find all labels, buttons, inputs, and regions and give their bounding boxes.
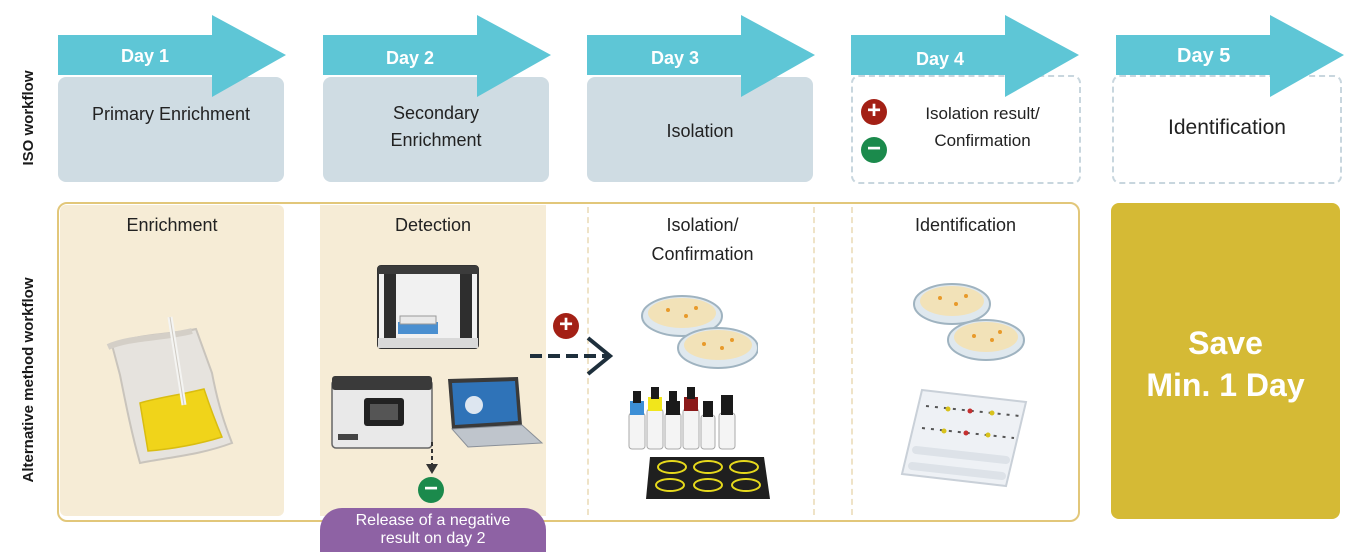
column-divider bbox=[813, 207, 815, 515]
iso-step-day5 bbox=[1112, 75, 1342, 184]
day1-label: Day 1 bbox=[121, 46, 170, 66]
iso-step-day4-line2: Confirmation bbox=[934, 131, 1031, 150]
detection-title: Detection bbox=[394, 215, 472, 235]
iso-step-day4-line1: Isolation result/ bbox=[925, 104, 1040, 123]
day5-arrow bbox=[1116, 15, 1344, 97]
isolation-title: Isolation/ Confirmation bbox=[590, 211, 815, 269]
save-line1: Save bbox=[1188, 325, 1263, 361]
isolation-title-line2: Confirmation bbox=[651, 244, 754, 264]
positive-sign-icon: + bbox=[861, 99, 887, 125]
api-strip-icon bbox=[900, 388, 1028, 488]
iso-step-day1-label: Primary Enrichment bbox=[91, 104, 251, 124]
iso-workflow-label: ISO workflow bbox=[20, 70, 37, 166]
pcr-instrument-icon bbox=[331, 376, 433, 449]
enrichment-title: Enrichment bbox=[126, 215, 218, 235]
day5-label: Day 5 bbox=[1177, 45, 1231, 67]
save-line2: Min. 1 Day bbox=[1146, 367, 1305, 403]
right-arrow-icon bbox=[530, 336, 614, 376]
save-time-box: Save Min. 1 Day bbox=[1111, 203, 1340, 519]
day3-arrow bbox=[587, 15, 815, 97]
petri-dish-icon bbox=[913, 283, 1025, 361]
identification-title: Identification bbox=[914, 215, 1017, 235]
isolation-title-line1: Isolation/ bbox=[666, 215, 739, 235]
iso-step-day3: Isolation bbox=[587, 77, 813, 182]
stomacher-bag-icon bbox=[106, 316, 234, 465]
iso-step-day4 bbox=[851, 75, 1081, 184]
day2-label: Day 2 bbox=[386, 48, 435, 68]
iso-step-day3-label: Isolation bbox=[666, 121, 734, 141]
down-arrow-icon bbox=[426, 442, 438, 474]
column-divider bbox=[587, 207, 589, 515]
alternative-workflow-label: Alternative method workflow bbox=[20, 277, 37, 483]
positive-sign-icon: + bbox=[553, 313, 579, 339]
negative-result-note: Release of a negative result on day 2 bbox=[320, 508, 546, 552]
iso-step-day1: Primary Enrichment bbox=[58, 77, 284, 182]
iso-step-day2-line2: Enrichment bbox=[390, 129, 482, 150]
negative-note-line2: result on day 2 bbox=[380, 530, 486, 547]
day2-arrow bbox=[323, 15, 551, 97]
negative-sign-icon: − bbox=[861, 137, 887, 163]
column-divider bbox=[851, 207, 853, 515]
iso-step-day2: Secondary Enrichment bbox=[323, 77, 549, 182]
iso-step-day5-label: Identification bbox=[1168, 116, 1286, 139]
reagent-bottles-icon bbox=[628, 387, 736, 450]
laptop-icon bbox=[448, 377, 544, 448]
pcr-instrument-icon bbox=[377, 265, 479, 349]
iso-step-day4-text: Isolation result/ Confirmation bbox=[905, 100, 1060, 154]
day3-label: Day 3 bbox=[651, 48, 700, 68]
petri-dish-icon bbox=[641, 295, 758, 369]
negative-note-line1: Release of a negative bbox=[355, 512, 511, 529]
negative-sign-icon: − bbox=[418, 477, 444, 503]
chromogenic-plate-icon bbox=[646, 457, 770, 499]
day4-label: Day 4 bbox=[916, 49, 965, 69]
day4-arrow bbox=[851, 15, 1079, 97]
day1-arrow bbox=[58, 15, 286, 97]
iso-step-day2-line1: Secondary bbox=[392, 102, 480, 123]
